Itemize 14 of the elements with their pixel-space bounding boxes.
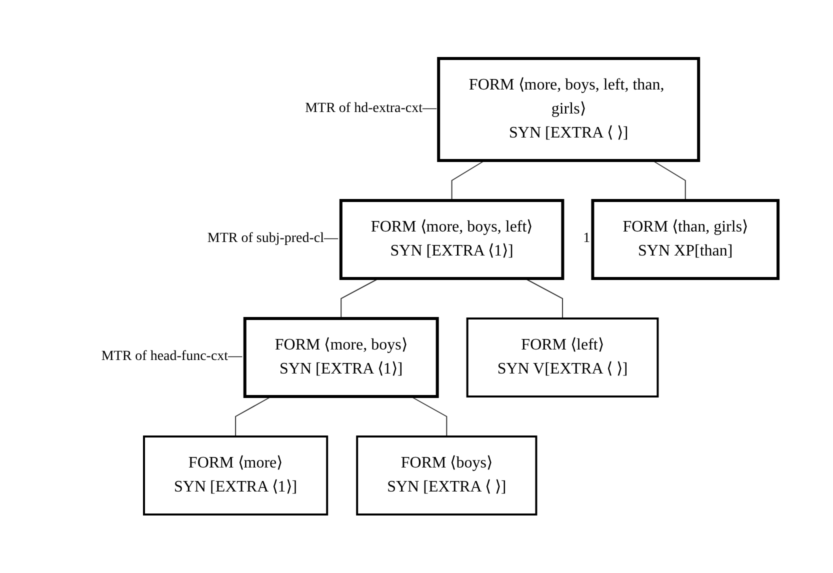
node-caption: MTR of hd-extra-cxt—: [305, 101, 436, 118]
node-box: FORM ⟨than, girls⟩ SYN XP[than]: [592, 199, 780, 280]
node-box: FORM ⟨more⟩ SYN [EXTRA ⟨1⟩]: [143, 436, 329, 516]
node-box: FORM ⟨more, boys⟩ SYN [EXTRA ⟨1⟩]: [244, 317, 440, 398]
connector: [524, 278, 564, 319]
node-caption: MTR of subj-pred-cl—: [207, 231, 338, 248]
connector: [652, 160, 686, 201]
node-box: FORM ⟨left⟩ SYN V[EXTRA ⟨ ⟩]: [466, 318, 660, 398]
connector: [410, 396, 448, 437]
node-box: FORM ⟨more, boys, left, than, girls⟩ SYN [EXTRA ⟨ ⟩]: [438, 57, 701, 162]
node-box: FORM ⟨more, boys, left⟩ SYN [EXTRA ⟨1⟩]: [340, 199, 565, 280]
node-caption: 1: [583, 231, 590, 248]
node-box: FORM ⟨boys⟩ SYN [EXTRA ⟨ ⟩]: [356, 436, 538, 516]
node-caption: MTR of head-func-cxt—: [101, 348, 242, 366]
